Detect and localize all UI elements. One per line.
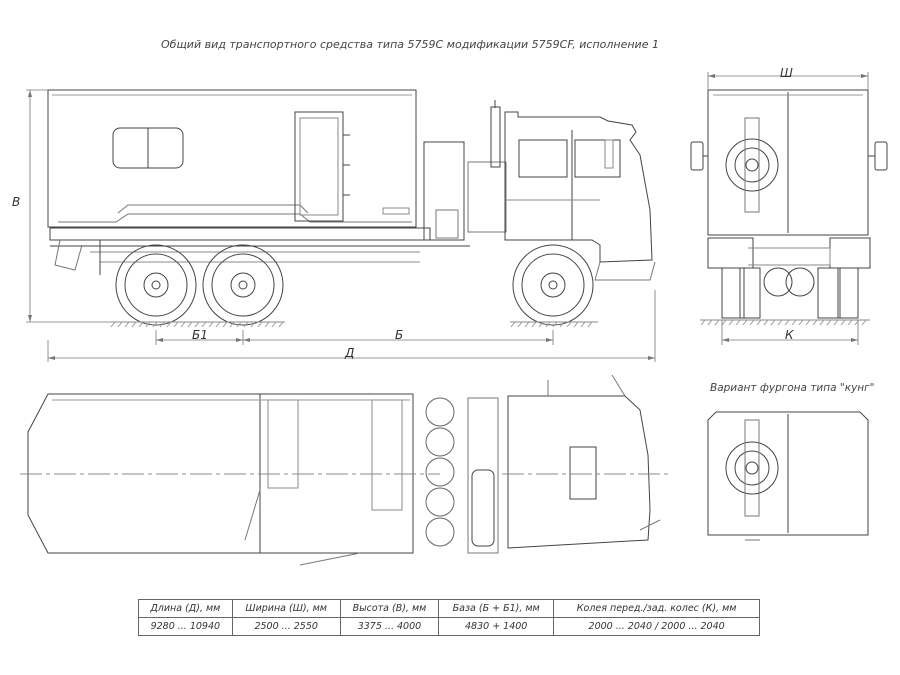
cab (504, 111, 653, 263)
roof-hatch (569, 446, 597, 500)
dimension-lines (26, 89, 656, 362)
dim-label-width: Ш (780, 66, 793, 80)
kung-variant-caption: Вариант фургона типа "кунг" (710, 382, 875, 394)
exhaust-pipe (490, 106, 501, 168)
rear-box (707, 89, 869, 236)
value-width: 2500 ... 2550 (231, 617, 341, 636)
wheels-side (115, 244, 594, 326)
top-view (20, 374, 670, 566)
specs-table: Длина (Д), мм Ширина (Ш), мм Высота (В),… (138, 599, 760, 636)
header-width: Ширина (Ш), мм (231, 599, 341, 618)
dim-label-base1: Б1 (192, 328, 208, 342)
kung-body (707, 411, 869, 536)
spare-wheel (725, 138, 779, 192)
specs-header-row: Длина (Д), мм Ширина (Ш), мм Высота (В),… (138, 599, 760, 618)
header-track: Колея перед./зад. колес (К), мм (553, 599, 760, 618)
side-view (26, 89, 656, 362)
box-door (294, 111, 344, 222)
rear-view (690, 72, 888, 345)
value-height: 3375 ... 4000 (339, 617, 440, 636)
value-base: 4830 + 1400 (438, 617, 555, 636)
header-base: База (Б + Б1), мм (438, 599, 555, 618)
kung-variant-view (707, 411, 869, 541)
cab-window (518, 139, 568, 178)
dim-label-base: Б (395, 328, 404, 342)
dim-label-height: В (12, 195, 21, 209)
cab-top (507, 395, 651, 549)
top-box (27, 393, 414, 554)
specs-value-row: 9280 ... 10940 2500 ... 2550 3375 ... 40… (138, 617, 760, 636)
dim-label-track: К (785, 328, 794, 342)
value-track: 2000 ... 2040 / 2000 ... 2040 (553, 617, 760, 636)
box-body (47, 89, 417, 228)
value-length: 9280 ... 10940 (138, 617, 233, 636)
header-length: Длина (Д), мм (138, 599, 233, 618)
cab-door-window (574, 139, 621, 178)
side-tank (423, 141, 465, 241)
header-height: Высота (В), мм (339, 599, 440, 618)
dim-label-length: Д (345, 346, 355, 360)
chassis-frame (49, 227, 431, 241)
drawing-title: Общий вид транспортного средства типа 57… (161, 38, 659, 51)
